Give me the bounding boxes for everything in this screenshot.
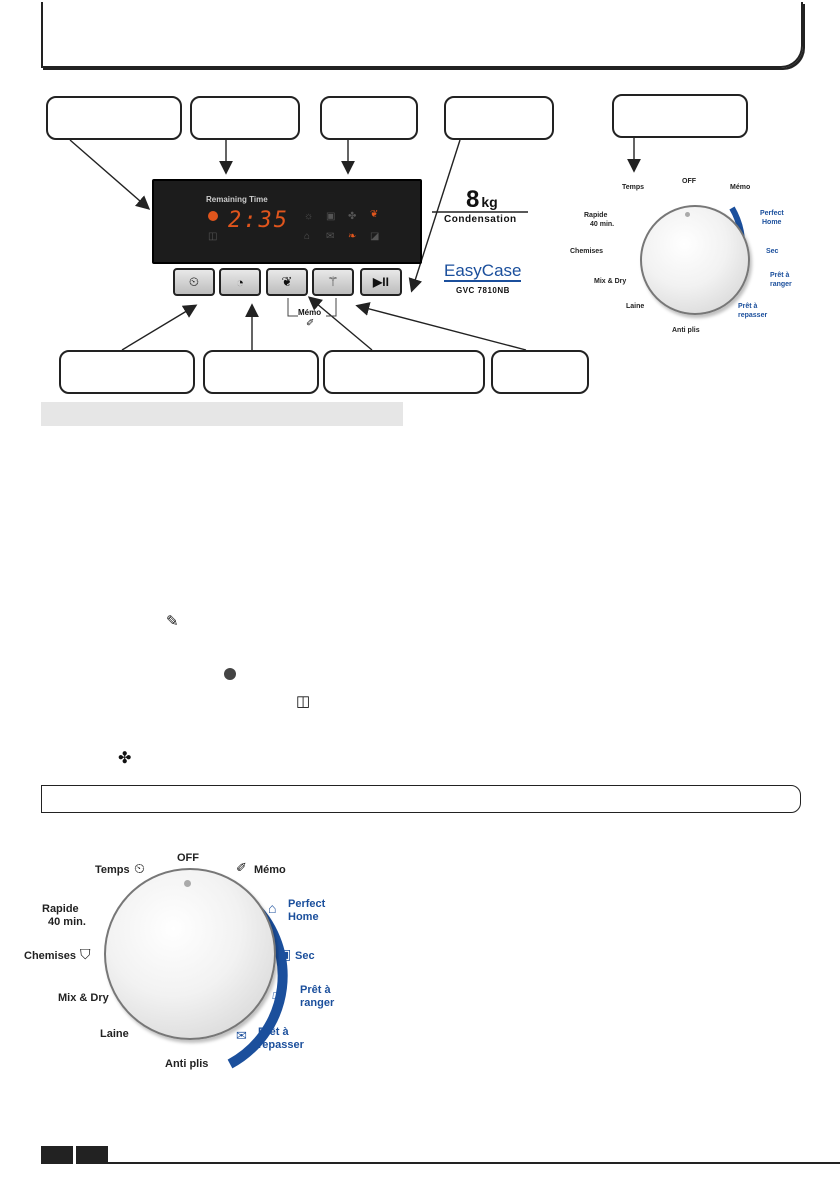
iron-icon: ✉ [236, 1028, 247, 1043]
hanger-icon: ⌂ [304, 231, 311, 242]
page-tab-1 [41, 1146, 73, 1164]
fan-icon: ✤ [118, 750, 132, 767]
callout-box-4 [444, 96, 554, 140]
label-pret-ranger-2: ranger [300, 997, 335, 1009]
leaf-indicator-icon: ❦ [370, 209, 379, 220]
callout-box-3 [320, 96, 418, 140]
display-panel: Remaining Time 2:35 ☼ ▣ ✤ ❦ ◫ ⌂ ✉ ❧ ◪ [152, 179, 422, 264]
label-laine: Laine [100, 1028, 129, 1040]
leaf-icon: ❦ [281, 274, 293, 289]
capacity-number: 8 [466, 186, 480, 213]
timer-icon: ◔ [236, 274, 244, 290]
delay-start-button[interactable]: ⏲ [173, 268, 215, 296]
small-label-pret-repasser-2: repasser [738, 312, 768, 319]
dryness-leaf-icon: ❧ [348, 231, 357, 242]
footer-rule [108, 1162, 840, 1164]
section-header-box [41, 785, 801, 813]
anti-crease-button[interactable]: ⚚ [312, 268, 354, 296]
remaining-time-label: Remaining Time [206, 195, 268, 204]
water-tank-icon: ◫ [296, 693, 311, 710]
small-label-chemises: Chemises [570, 248, 604, 255]
brand-logo: EasyCase [444, 261, 522, 282]
small-label-laine: Laine [626, 303, 645, 310]
callout-box-8 [323, 350, 485, 394]
water-tank-icon: ◫ [208, 231, 218, 242]
heater-indicator-icon [208, 211, 218, 221]
pin-icon: ✐ [306, 318, 315, 329]
memo-label: Mémo [298, 308, 322, 317]
small-label-sec: Sec [766, 248, 779, 255]
dial-marker [184, 880, 191, 887]
cupboard-icon: ▣ [326, 211, 336, 222]
fan-icon: ✤ [348, 211, 357, 222]
small-label-off: OFF [682, 178, 696, 185]
callout-box-7 [203, 350, 319, 394]
label-home: Home [288, 911, 319, 923]
label-memo: Mémo [254, 864, 286, 876]
small-dial-marker [685, 212, 690, 217]
small-label-pret-ranger-2: ranger [770, 281, 792, 288]
label-rapide: Rapide [42, 903, 79, 915]
filter-icon: ◪ [370, 231, 380, 242]
small-label-pret-repasser-1: Prêt à [738, 303, 758, 310]
model-number: GVC 7810NB [456, 286, 510, 295]
small-label-rapide-sub: 40 min. [590, 221, 615, 228]
iron-icon: ✉ [326, 231, 335, 242]
label-temps: Temps [95, 864, 130, 876]
label-pret-ranger-1: Prêt à [300, 984, 331, 996]
label-rapide-sub: 40 min. [48, 916, 86, 928]
label-perfect: Perfect [288, 898, 326, 910]
callout-box-5 [612, 94, 748, 138]
sun-icon: ☼ [304, 211, 314, 222]
pin-icon: ✎ [166, 613, 179, 630]
hanger-icon: ⏢ [272, 986, 284, 1002]
cupboard-icon: ▣ [278, 946, 292, 962]
label-pret-repasser-2: repasser [258, 1039, 304, 1051]
page-tab-2 [76, 1146, 108, 1164]
anti-crease-icon: ⚚ [327, 274, 339, 289]
label-chemises: Chemises [24, 950, 76, 962]
heater-icon [224, 668, 236, 680]
time-readout: 2:35 [228, 208, 289, 233]
section-heading-bar [41, 402, 403, 426]
label-off: OFF [177, 852, 199, 864]
small-label-memo: Mémo [730, 184, 751, 191]
small-program-dial[interactable] [640, 205, 750, 315]
pin-icon: ✐ [236, 860, 247, 875]
clock-icon: ⏲ [134, 860, 145, 876]
capacity-type: Condensation [444, 214, 517, 225]
label-mix-dry: Mix & Dry [58, 992, 109, 1004]
capacity-unit: kg [481, 194, 498, 210]
clock-icon: ⏲ [188, 274, 200, 289]
callout-arrows [69, 138, 641, 351]
callout-box-2 [190, 96, 300, 140]
time-select-button[interactable]: ◔ [219, 268, 261, 296]
label-sec: Sec [295, 950, 315, 962]
small-label-rapide: Rapide [584, 212, 608, 219]
small-label-pret-ranger-1: Prêt à [770, 272, 790, 279]
small-label-temps: Temps [622, 184, 645, 191]
small-label-home: Home [762, 219, 782, 226]
callout-box-9 [491, 350, 589, 394]
play-pause-icon: ▶II [373, 275, 389, 289]
title-box [41, 2, 803, 68]
label-pret-repasser-1: Prêt à [258, 1026, 289, 1038]
small-label-perfect: Perfect [760, 210, 784, 217]
label-anti-plis: Anti plis [165, 1058, 209, 1070]
small-label-anti-plis: Anti plis [672, 327, 700, 334]
small-label-mix-dry: Mix & Dry [594, 278, 627, 285]
callout-box-6 [59, 350, 195, 394]
dryness-button[interactable]: ❦ [266, 268, 308, 296]
house-icon: ⌂ [268, 900, 277, 916]
program-dial[interactable] [104, 868, 276, 1040]
callout-box-1 [46, 96, 182, 140]
start-pause-button[interactable]: ▶II [360, 268, 402, 296]
shirt-icon: ⛉ [80, 946, 91, 962]
